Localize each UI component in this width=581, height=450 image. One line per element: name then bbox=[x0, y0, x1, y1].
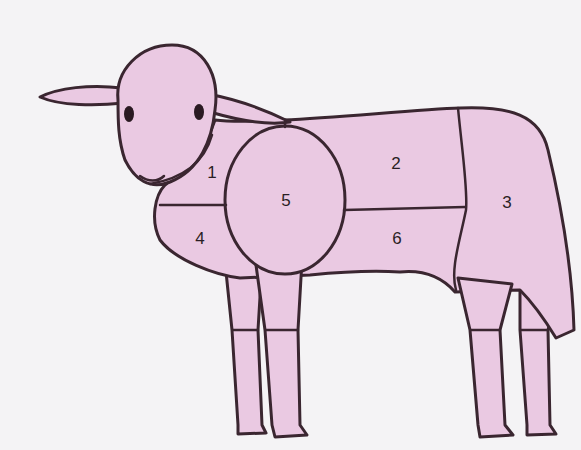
lamb-body bbox=[155, 108, 574, 338]
mouth bbox=[140, 176, 164, 181]
callout-number: 5 bbox=[281, 192, 290, 209]
right-ear bbox=[208, 94, 290, 123]
cut-line bbox=[454, 108, 466, 290]
left-ear bbox=[40, 86, 124, 104]
near-hind-leg bbox=[458, 278, 513, 437]
cut-line bbox=[284, 121, 287, 127]
eye bbox=[124, 106, 134, 122]
shoulder-cut bbox=[225, 126, 345, 274]
neck-line bbox=[150, 135, 212, 184]
lamb-head bbox=[118, 45, 216, 185]
cut-line bbox=[160, 204, 226, 207]
callout-number: 3 bbox=[502, 194, 511, 211]
cut-line bbox=[344, 207, 465, 210]
callout-number: 4 bbox=[195, 230, 204, 247]
callout-number: 6 bbox=[392, 230, 401, 247]
near-front-leg bbox=[255, 258, 307, 437]
callout-number: 2 bbox=[391, 155, 400, 172]
cut-line bbox=[233, 329, 548, 332]
callout-number: 1 bbox=[207, 164, 216, 181]
eye bbox=[194, 104, 204, 120]
